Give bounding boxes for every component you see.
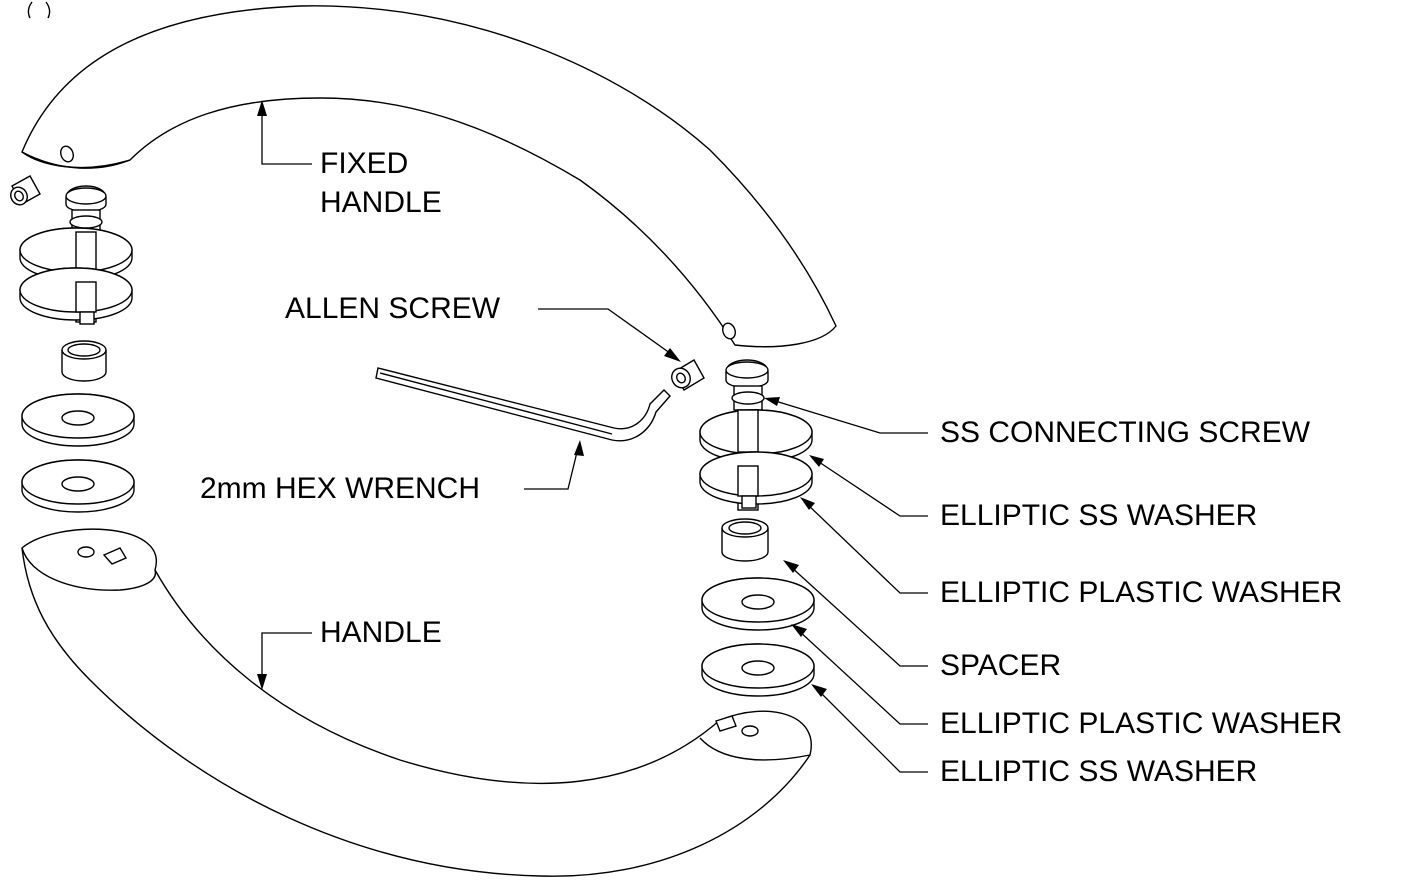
- left-elliptic-plastic-washer-2: [21, 393, 135, 447]
- label-elliptic-plastic-washer-top: ELLIPTIC PLASTIC WASHER: [940, 576, 1343, 609]
- handle: [21, 528, 812, 877]
- label-elliptic-plastic-washer-bottom: ELLIPTIC PLASTIC WASHER: [940, 707, 1343, 740]
- leader-ss-connecting-screw: [764, 397, 928, 434]
- label-ss-connecting-screw: SS CONNECTING SCREW: [940, 416, 1311, 449]
- leader-hex-wrench: [524, 440, 584, 490]
- leader-spacer: [783, 560, 928, 667]
- leader-allen-screw: [538, 308, 681, 362]
- figure-mark: [27, 1, 51, 19]
- left-elliptic-plastic-washer-1: [19, 267, 133, 325]
- label-handle: HANDLE: [320, 616, 442, 649]
- left-spacer: [61, 340, 107, 382]
- label-elliptic-ss-washer-top: ELLIPTIC SS WASHER: [940, 499, 1258, 532]
- leader-elliptic-plastic-washer-bottom: [791, 624, 928, 725]
- elliptic-plastic-washer-lower: [701, 577, 815, 631]
- hex-wrench: [375, 367, 671, 442]
- elliptic-ss-washer-lower: [701, 643, 815, 697]
- spacer: [721, 518, 769, 562]
- right-elliptic-ss-washer: [699, 409, 813, 463]
- label-allen-screw: ALLEN SCREW: [285, 292, 501, 325]
- leader-elliptic-ss-washer-top: [809, 455, 928, 517]
- right-elliptic-plastic-washer: [699, 451, 813, 509]
- figure-mark-text: )(: [0, 0, 17, 12]
- fixed-handle: [21, 5, 837, 348]
- label-hex-wrench: 2mm HEX WRENCH: [200, 472, 481, 505]
- allen-screw: [671, 359, 705, 391]
- leader-fixed-handle: [257, 100, 312, 165]
- label-fixed-handle-line2: HANDLE: [320, 186, 442, 219]
- left-elliptic-ss-washer-2: [21, 459, 135, 513]
- leader-elliptic-plastic-washer-top: [800, 497, 928, 594]
- left-allen-screw: [10, 175, 41, 206]
- label-elliptic-ss-washer-bottom: ELLIPTIC SS WASHER: [940, 755, 1258, 788]
- leader-elliptic-ss-washer-bottom: [811, 684, 928, 773]
- label-fixed-handle-line1: FIXED: [320, 147, 409, 180]
- leader-handle: [257, 632, 312, 690]
- label-spacer: SPACER: [940, 649, 1062, 682]
